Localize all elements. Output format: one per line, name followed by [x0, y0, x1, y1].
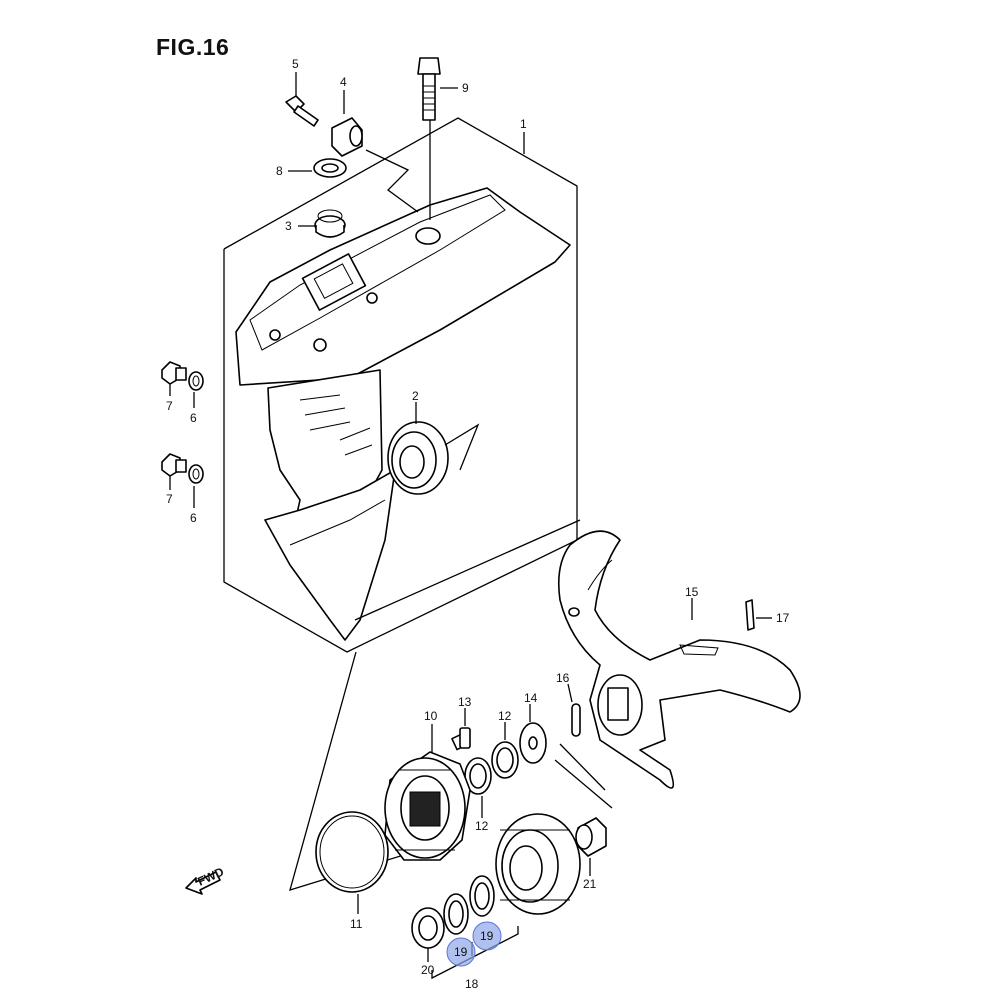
callout-19-b[interactable]: 19 [480, 929, 494, 943]
callout-13[interactable]: 13 [458, 695, 472, 709]
oil-seal-12-lower [464, 757, 492, 795]
figure-title: FIG.16 [156, 34, 230, 60]
cotter-pin-17 [745, 599, 755, 631]
callout-3[interactable]: 3 [285, 219, 292, 233]
callout-11[interactable]: 11 [350, 917, 363, 931]
fwd-arrow-icon: FWD [185, 864, 226, 895]
callout-6-upper[interactable]: 6 [190, 411, 197, 425]
bushing-21 [575, 817, 607, 857]
callout-labels: 1 2 3 4 5 6 6 7 7 8 9 10 11 12 12 13 14 … [166, 57, 790, 991]
callout-6-lower[interactable]: 6 [190, 511, 197, 525]
bolt-7-upper [161, 361, 187, 385]
bearing-housing-10 [384, 751, 471, 861]
bearing-2 [387, 421, 480, 495]
callout-18[interactable]: 18 [465, 977, 479, 991]
screw-5 [285, 95, 319, 127]
propeller-15 [557, 530, 801, 789]
callout-20[interactable]: 20 [421, 963, 435, 977]
thrust-washer-14 [519, 722, 547, 764]
callout-10[interactable]: 10 [424, 709, 438, 723]
oil-seal-19-a [443, 893, 469, 935]
bolt-13 [451, 727, 471, 751]
bolt-9 [417, 57, 441, 220]
oil-seal-19-b [469, 875, 495, 917]
callout-9[interactable]: 9 [462, 81, 469, 95]
bearing-housing-18 [495, 813, 581, 915]
callout-7-upper[interactable]: 7 [166, 399, 173, 413]
highlight-19-a[interactable] [446, 937, 476, 967]
bushing-4 [331, 117, 363, 157]
callout-1[interactable]: 1 [520, 117, 527, 131]
callout-12-upper[interactable]: 12 [498, 709, 512, 723]
oil-seal-12-upper [491, 741, 519, 779]
callout-5[interactable]: 5 [292, 57, 299, 71]
callout-19-a[interactable]: 19 [454, 945, 468, 959]
callout-14[interactable]: 14 [524, 691, 538, 705]
washer-6-upper [188, 371, 204, 391]
callout-17[interactable]: 17 [776, 611, 790, 625]
bearing-20 [411, 907, 445, 949]
bushing-3 [314, 209, 346, 238]
washer-6-lower [188, 464, 204, 484]
leader-lines [169, 72, 772, 980]
callout-7-lower[interactable]: 7 [166, 492, 173, 506]
housing-group-outline [223, 117, 578, 653]
bolt-7-lower [161, 453, 187, 477]
seal-8 [313, 158, 347, 178]
callout-16[interactable]: 16 [556, 671, 570, 685]
o-ring-11 [315, 811, 389, 893]
callout-12-lower[interactable]: 12 [475, 819, 489, 833]
callout-8[interactable]: 8 [276, 164, 283, 178]
shear-pin-16 [571, 703, 581, 737]
callout-4[interactable]: 4 [340, 75, 347, 89]
highlight-19-b[interactable] [472, 921, 502, 951]
callout-21[interactable]: 21 [583, 877, 597, 891]
callout-15[interactable]: 15 [685, 585, 699, 599]
callout-2[interactable]: 2 [412, 389, 419, 403]
gear-case-housing [235, 187, 571, 641]
